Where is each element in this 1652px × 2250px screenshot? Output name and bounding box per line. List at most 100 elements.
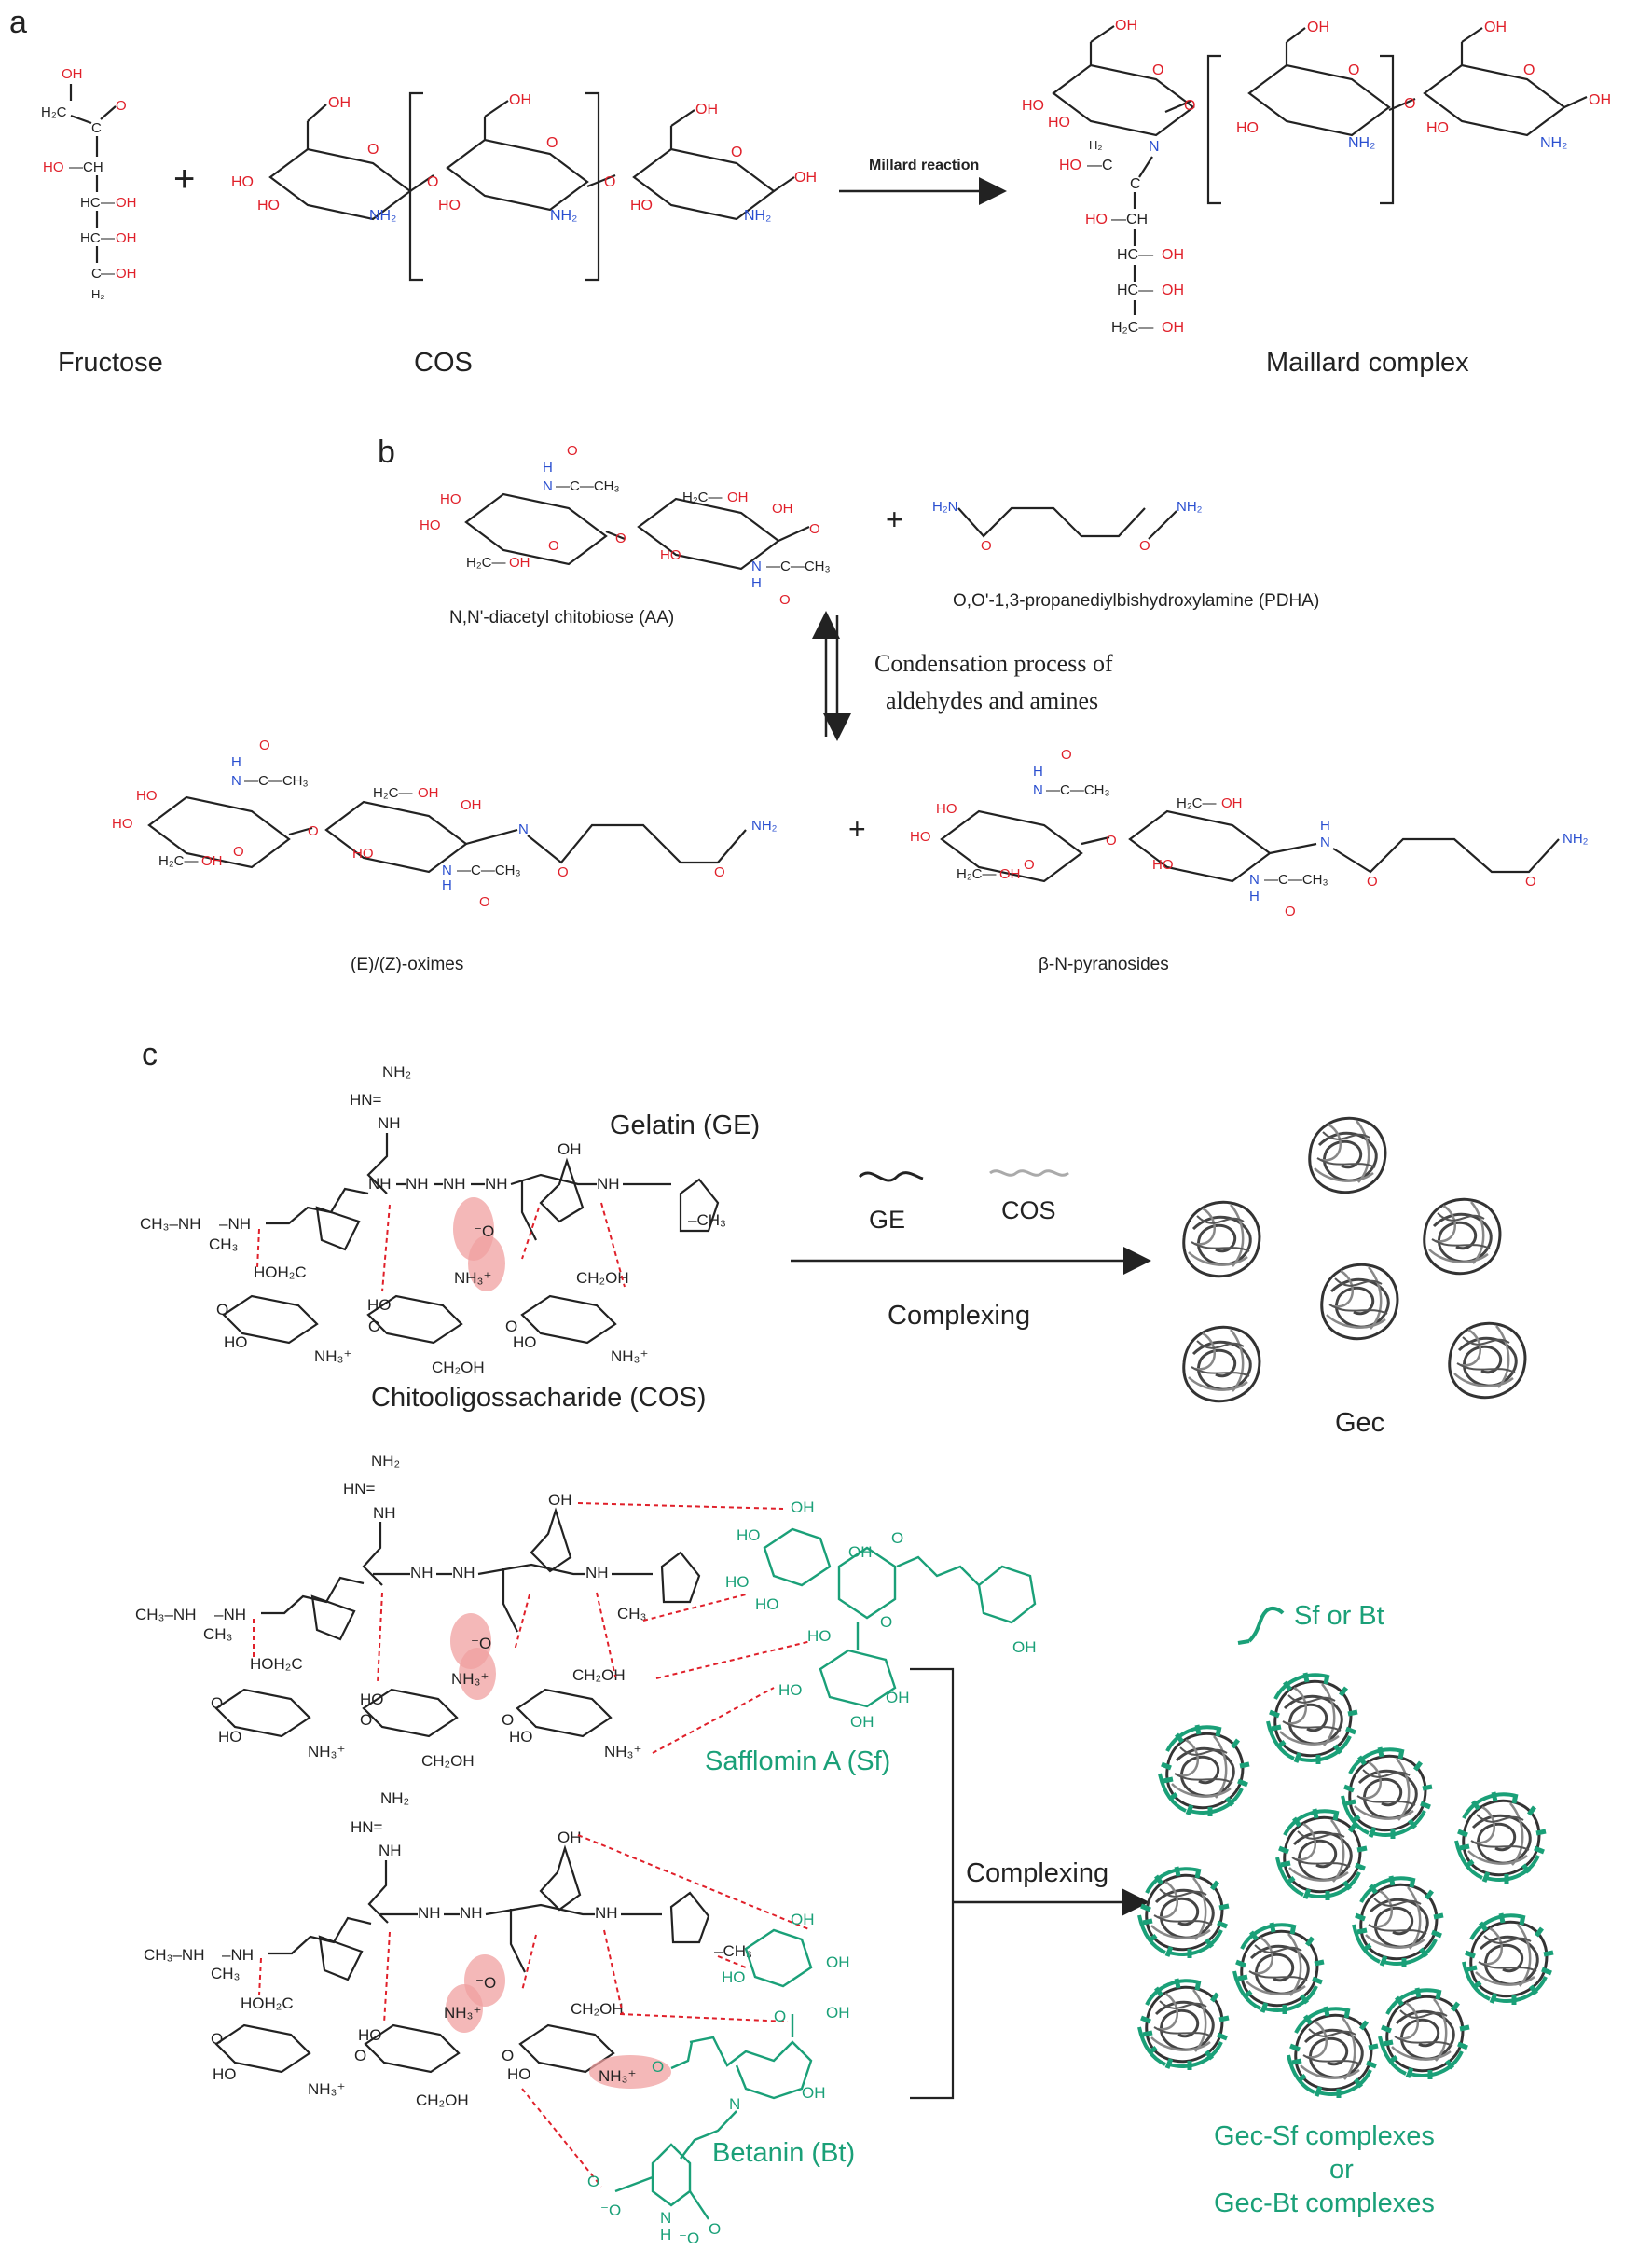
svg-text:O: O: [479, 894, 490, 910]
svg-text:OH: OH: [558, 1140, 582, 1158]
svg-text:—C—CH₃: —C—CH₃: [556, 478, 620, 494]
svg-text:HO: HO: [910, 829, 931, 845]
svg-text:NH: NH: [460, 1904, 483, 1922]
gec-bt-structure: NH₂ HN= NH OH CH₃–NH –NH CH₃ NH NH NH ⁻O…: [144, 1789, 850, 2247]
svg-text:O: O: [1525, 874, 1536, 890]
svg-text:O: O: [1367, 874, 1378, 890]
svg-text:OH: OH: [695, 102, 718, 117]
gec-sf-structure: NH₂ HN= NH OH CH₃–NH –NH CH₃ NH NH NH ⁻O…: [135, 1452, 1037, 1770]
svg-text:O: O: [360, 1711, 372, 1729]
svg-text:HO: HO: [507, 2065, 531, 2083]
svg-text:OH: OH: [886, 1689, 910, 1706]
aa-structure: O HO HO H₂C— OH H N —C—CH₃ O O H₂C— OH O…: [420, 443, 831, 608]
svg-text:HO: HO: [1048, 115, 1070, 131]
svg-text:⁻O: ⁻O: [643, 2058, 664, 2076]
svg-text:—C—CH₃: —C—CH₃: [457, 863, 521, 878]
svg-text:O: O: [505, 1318, 517, 1335]
svg-text:NH₃⁺: NH₃⁺: [444, 2004, 481, 2022]
svg-text:CH₃–NH: CH₃–NH: [140, 1215, 201, 1233]
svg-text:O: O: [714, 864, 725, 880]
svg-text:HO: HO: [513, 1333, 537, 1351]
ge-cos-structure: NH₂ HN= NH OH Gelatin (GE) CH₃–NH –NH CH…: [140, 1063, 760, 1376]
svg-text:HC—: HC—: [1117, 283, 1153, 298]
panel-label-a: a: [9, 5, 27, 40]
svg-text:N: N: [729, 2095, 740, 2113]
svg-text:OH: OH: [1589, 92, 1611, 108]
svg-text:OH: OH: [509, 555, 530, 571]
sf-bt-legend-label: Sf or Bt: [1294, 1601, 1384, 1631]
complexing-label-1: Complexing: [888, 1301, 1030, 1331]
svg-text:OH: OH: [116, 195, 137, 211]
svg-text:OH: OH: [794, 170, 817, 186]
gec-bt-label: Gec-Bt complexes: [1214, 2188, 1435, 2218]
svg-text:HOH₂C: HOH₂C: [250, 1655, 303, 1673]
svg-text:—C—CH₃: —C—CH₃: [244, 773, 309, 789]
svg-text:OH: OH: [1012, 1638, 1037, 1656]
svg-text:HO: HO: [136, 788, 158, 804]
svg-text:HO: HO: [112, 816, 133, 832]
svg-text:HN=: HN=: [350, 1091, 382, 1109]
svg-text:⁻O: ⁻O: [474, 1222, 494, 1240]
legend-ge-cos: [858, 1169, 1069, 1182]
svg-text:HO: HO: [224, 1333, 248, 1351]
svg-text:N: N: [543, 478, 553, 494]
svg-text:HO: HO: [440, 491, 461, 507]
svg-text:NH₂: NH₂: [1348, 135, 1375, 151]
svg-text:–CH₃: –CH₃: [714, 1942, 752, 1960]
svg-text:—CH: —CH: [1111, 212, 1148, 228]
svg-text:CH₃–NH: CH₃–NH: [144, 1946, 205, 1964]
svg-text:HO: HO: [1085, 212, 1108, 228]
svg-text:NH: NH: [418, 1904, 441, 1922]
svg-text:—: —: [101, 266, 115, 282]
svg-text:O: O: [779, 592, 791, 608]
svg-text:NH₃⁺: NH₃⁺: [308, 2080, 345, 2098]
svg-text:HO: HO: [352, 846, 374, 862]
svg-text:HC: HC: [80, 195, 101, 211]
pyranosides-structure: O HO HO H₂C— OH H N —C—CH₃ O O H₂C— OH H…: [910, 747, 1589, 919]
svg-text:O: O: [615, 531, 626, 546]
svg-text:HO: HO: [509, 1728, 533, 1746]
svg-text:H: H: [751, 575, 762, 591]
svg-text:O: O: [809, 521, 820, 537]
svg-text:NH₃⁺: NH₃⁺: [314, 1347, 351, 1365]
svg-text:HO: HO: [420, 518, 441, 533]
svg-text:HO: HO: [725, 1573, 750, 1591]
svg-text:OH: OH: [328, 95, 351, 111]
svg-text:OH: OH: [727, 490, 749, 505]
svg-text:OH: OH: [1115, 18, 1137, 34]
svg-text:—CH: —CH: [69, 159, 103, 175]
ge-legend-label: GE: [869, 1206, 905, 1234]
svg-text:CH₃–NH: CH₃–NH: [135, 1606, 197, 1623]
svg-text:O: O: [891, 1529, 903, 1547]
svg-text:C: C: [1130, 176, 1141, 192]
maillard-reaction-label: Millard reaction: [869, 158, 979, 173]
svg-text:CH₂OH: CH₂OH: [416, 2091, 469, 2109]
svg-text:O: O: [216, 1301, 228, 1318]
svg-text:H₂: H₂: [91, 287, 104, 301]
gec-particles: [1182, 1116, 1527, 1403]
svg-text:NH₃⁺: NH₃⁺: [611, 1347, 648, 1365]
svg-text:HO: HO: [1236, 120, 1259, 136]
svg-text:OH: OH: [62, 66, 83, 82]
svg-text:OH: OH: [826, 1953, 850, 1971]
svg-text:O: O: [502, 2047, 514, 2064]
svg-text:O: O: [308, 823, 319, 839]
svg-text:N: N: [751, 559, 762, 574]
gec-sf-bt-particles: [1139, 1673, 1553, 2098]
svg-text:HC—: HC—: [1117, 247, 1153, 263]
svg-text:CH₂OH: CH₂OH: [432, 1359, 485, 1376]
gec-sf-label: Gec-Sf complexes: [1214, 2121, 1435, 2151]
svg-text:O: O: [1139, 538, 1150, 554]
aa-label: N,N'-diacetyl chitobiose (AA): [449, 608, 674, 628]
pdha-label: O,O'-1,3-propanediylbishydroxylamine (PD…: [953, 591, 1319, 611]
svg-text:OH: OH: [850, 1713, 874, 1731]
svg-text:H: H: [1249, 889, 1260, 904]
svg-text:O: O: [548, 538, 559, 554]
svg-text:OH: OH: [509, 92, 531, 108]
svg-text:OH: OH: [1221, 795, 1243, 811]
svg-text:OH: OH: [558, 1829, 582, 1846]
svg-text:O: O: [604, 174, 615, 190]
svg-text:OH: OH: [548, 1491, 572, 1509]
svg-text:–NH: –NH: [222, 1946, 254, 1964]
